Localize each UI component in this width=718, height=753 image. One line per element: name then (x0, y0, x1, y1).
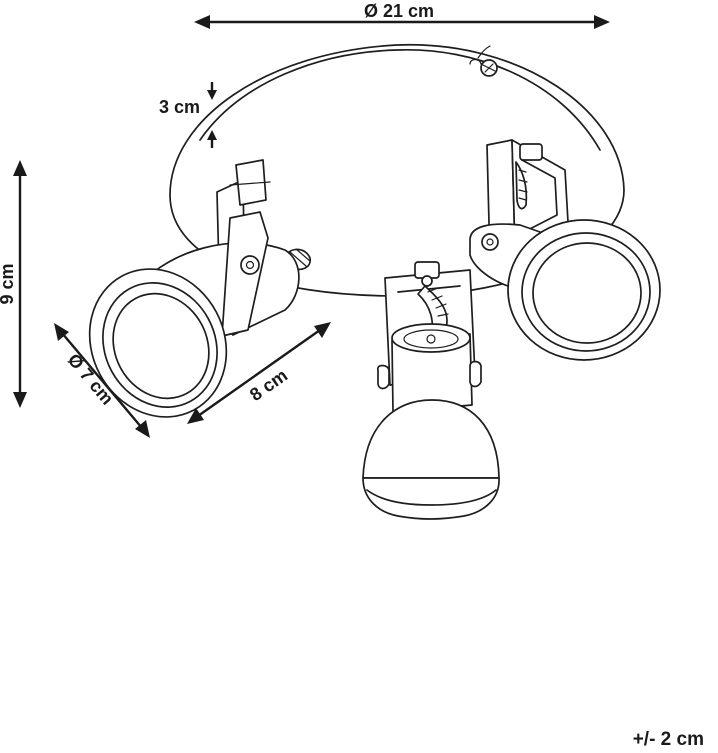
left-spotlight (88, 159, 311, 418)
bottom-spotlight (362, 261, 500, 520)
dim-total-height: 9 cm (0, 160, 27, 408)
dim-base-height: 3 cm (159, 82, 217, 148)
label-base-height: 3 cm (159, 97, 200, 117)
dim-base-diameter: Ø 21 cm (194, 1, 610, 29)
label-base-diameter: Ø 21 cm (364, 1, 434, 21)
tolerance-note: +/- 2 cm (632, 729, 704, 750)
label-arm-length: 8 cm (246, 365, 291, 405)
label-total-height: 9 cm (0, 263, 17, 304)
right-spotlight (469, 139, 661, 361)
base-screw-icon (469, 58, 498, 77)
